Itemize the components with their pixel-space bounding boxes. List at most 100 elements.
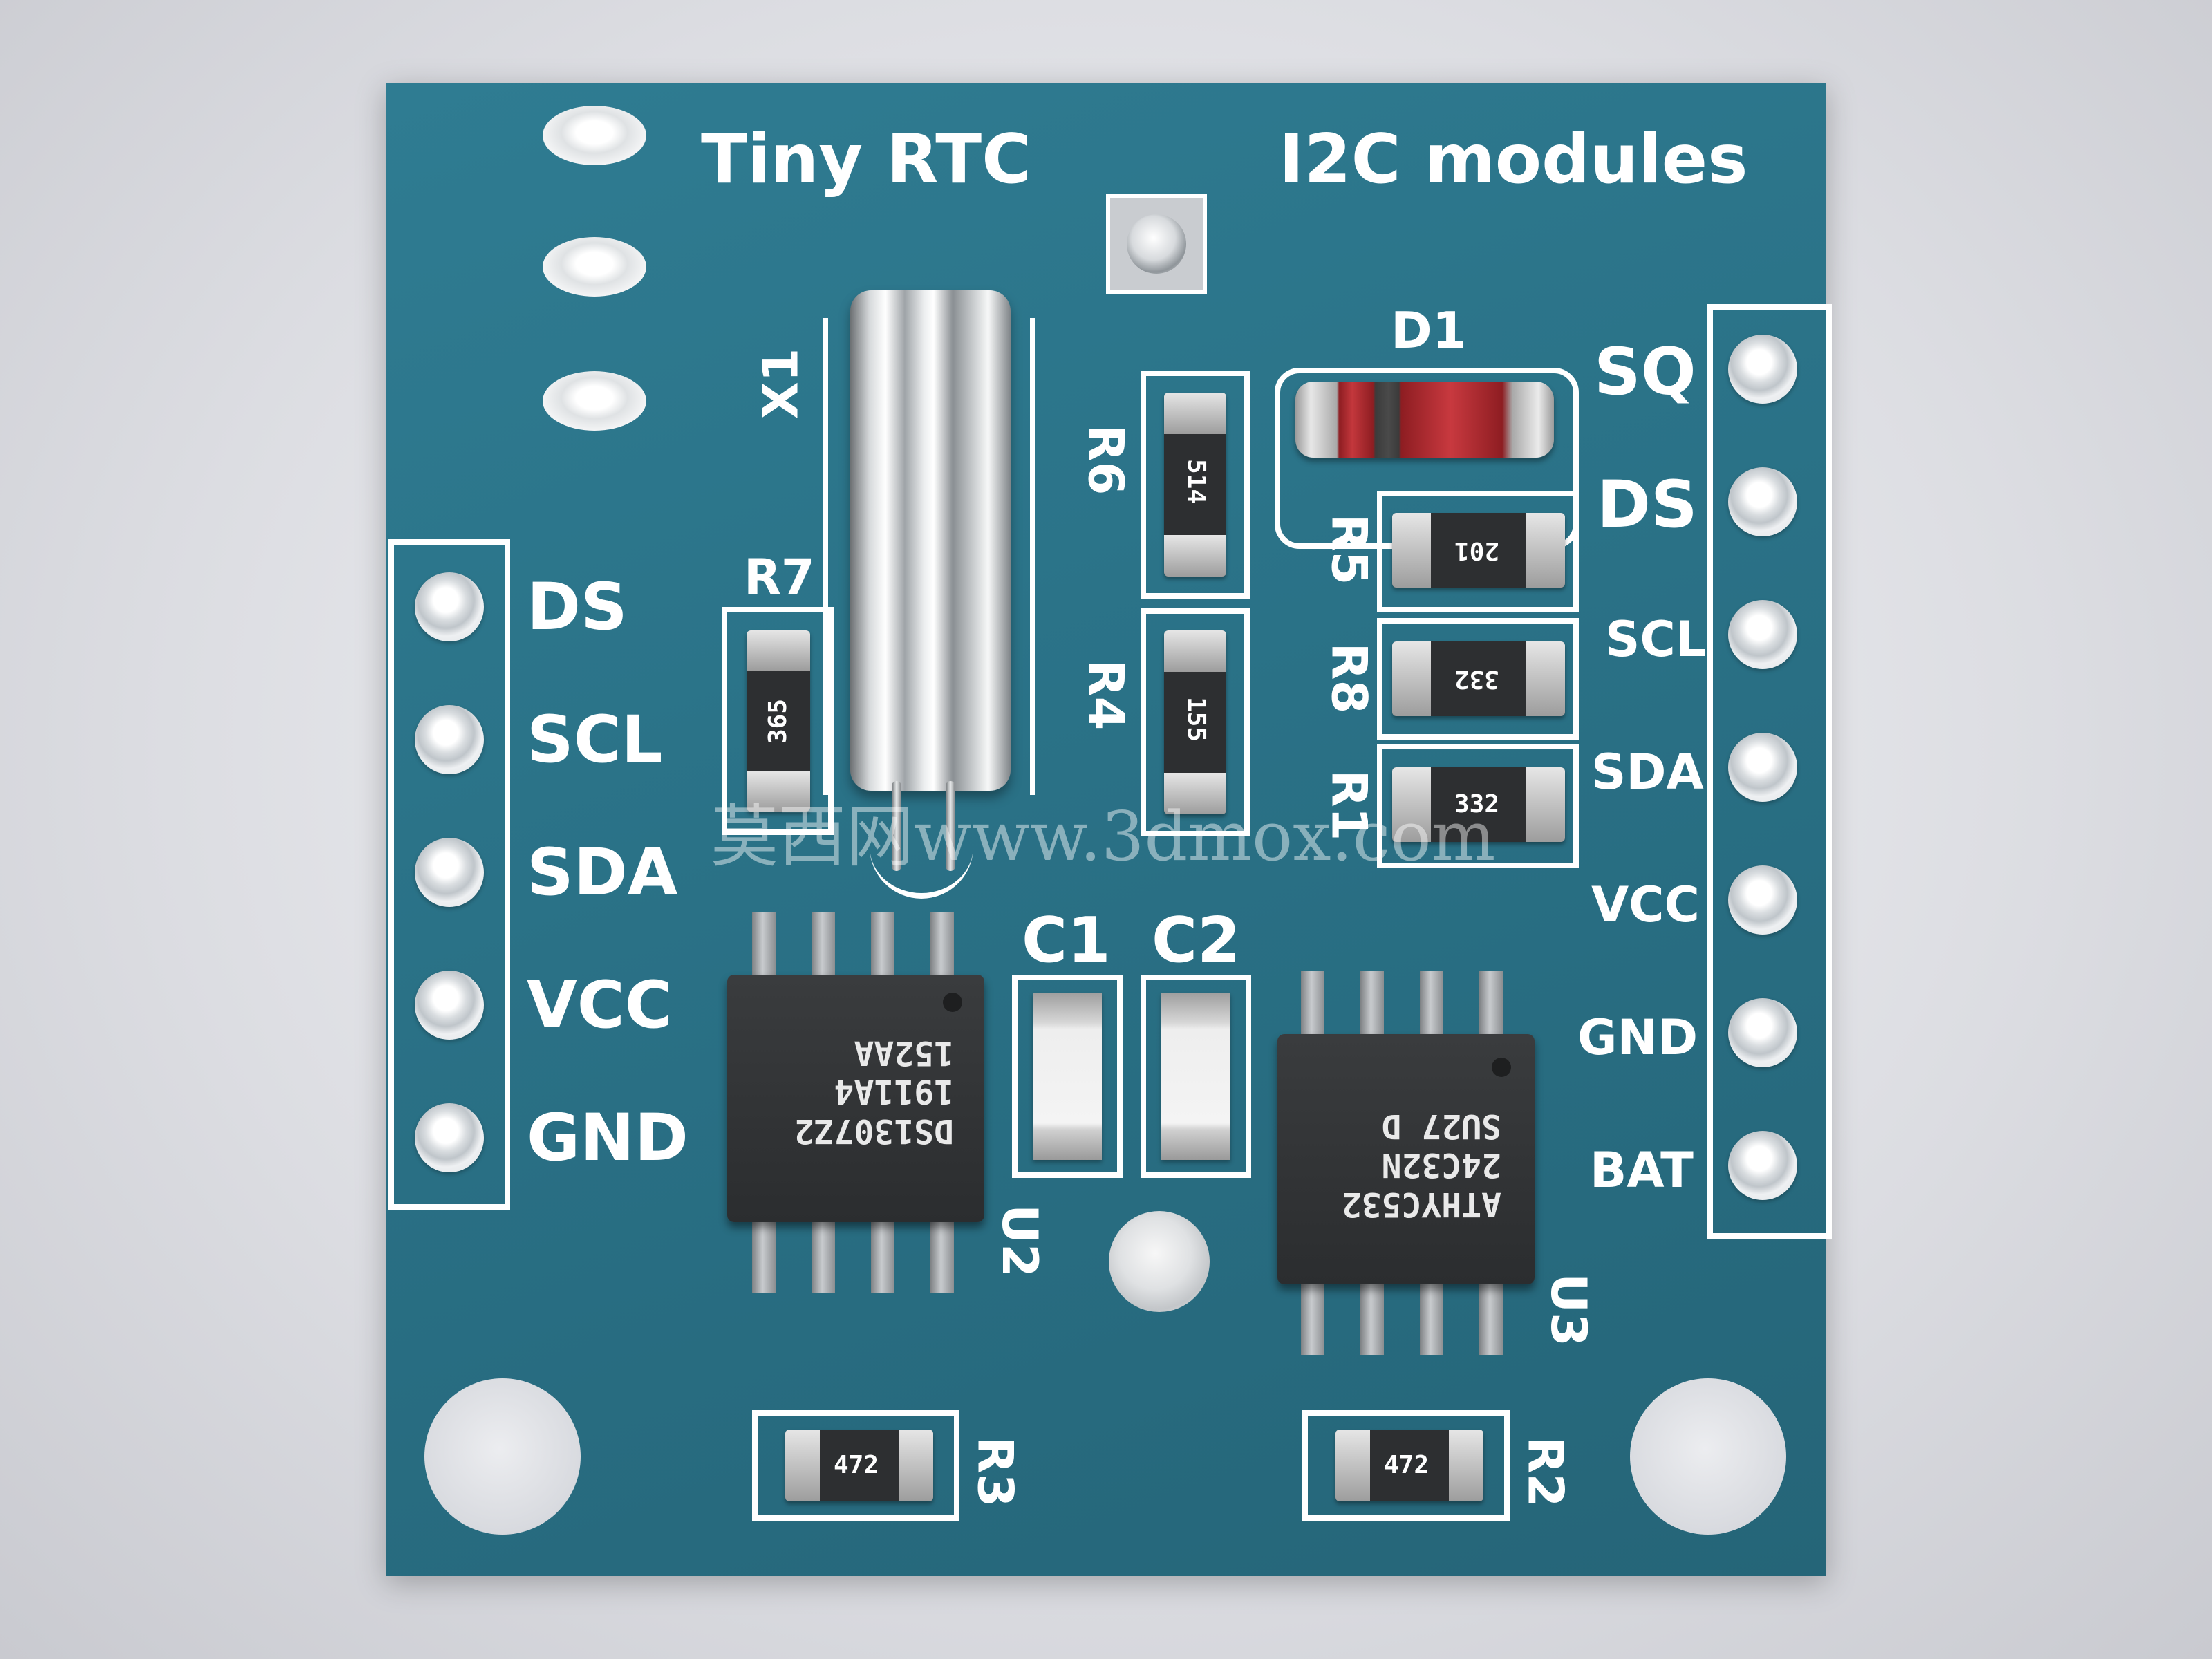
u2-marking-line-1: DS1307Z2: [794, 1112, 954, 1150]
resistor-r3: [785, 1430, 933, 1501]
right-pin-label-ds: DS: [1597, 467, 1698, 543]
x1-silk-left: [823, 318, 828, 795]
u3-marking-line-1: ATHYC532: [1341, 1185, 1501, 1224]
left-pin-label-vcc: VCC: [527, 968, 673, 1043]
r2-code: 472: [1384, 1451, 1430, 1479]
board-title-right: I2C modules: [1279, 120, 1748, 199]
left-header-pad-vcc: [415, 971, 484, 1040]
u3-pin: [1420, 1279, 1443, 1355]
label-r5: R5: [1320, 514, 1378, 585]
u2-marking-line-3: 152AA: [854, 1033, 955, 1072]
r6-silk: [1141, 371, 1250, 599]
right-header-pad-scl: [1728, 600, 1797, 669]
resistor-r8: [1392, 641, 1565, 716]
u3-pin: [1479, 1279, 1503, 1355]
u3-pin: [1360, 1279, 1384, 1355]
r3-code: 472: [834, 1451, 879, 1479]
resistor-r2: [1335, 1430, 1483, 1501]
label-r2: R2: [1517, 1436, 1574, 1508]
board-title-left: Tiny RTC: [701, 120, 1032, 199]
capacitor-c1: [1033, 993, 1102, 1160]
left-pin-label-scl: SCL: [527, 702, 663, 778]
u2-pin: [812, 1217, 835, 1293]
u3-pin: [1420, 971, 1443, 1047]
label-r6: R6: [1077, 424, 1134, 496]
right-header-pad-ds: [1728, 467, 1797, 536]
r8-silk: [1377, 618, 1579, 740]
diode-d1: [1295, 382, 1554, 458]
right-header-pad-bat: [1728, 1131, 1797, 1200]
u2-marking: DS1307Z2 1911A4 152AA: [794, 1033, 954, 1150]
u2-pin1-dot: [943, 993, 962, 1012]
u3-pin1-dot: [1492, 1058, 1511, 1077]
c2-silk: [1141, 975, 1251, 1178]
label-u3: U3: [1539, 1273, 1597, 1347]
right-header-pad-sda: [1728, 733, 1797, 802]
right-pin-label-gnd: GND: [1577, 1009, 1698, 1066]
u2-pin: [871, 1217, 894, 1293]
right-pin-label-bat: BAT: [1590, 1142, 1694, 1199]
resistor-r1: [1392, 767, 1565, 842]
left-pin-label-ds: DS: [527, 570, 628, 645]
capacitor-c2: [1161, 993, 1230, 1160]
left-header-pad-sda: [415, 838, 484, 907]
x1-silk-arc: [870, 816, 973, 899]
r6-code: 514: [1182, 459, 1210, 505]
u2-pin: [930, 1217, 954, 1293]
test-pad-via: [1127, 214, 1186, 274]
resistor-r6: [1164, 393, 1226, 577]
right-header-pad-vcc: [1728, 865, 1797, 935]
r8-code: 332: [1454, 665, 1500, 693]
u3-pin: [1301, 971, 1324, 1047]
u3-marking: ATHYC532 24C32N SU27 D: [1342, 1106, 1501, 1224]
right-pin-label-vcc: VCC: [1591, 877, 1700, 933]
r5-code: 201: [1454, 536, 1500, 565]
label-d1: D1: [1391, 301, 1467, 359]
u3-marking-line-3: SU27 D: [1381, 1106, 1501, 1145]
mounting-hole-right: [1630, 1378, 1786, 1535]
resistor-r4: [1164, 630, 1226, 814]
label-x1: X1: [752, 348, 809, 420]
r1-code: 332: [1454, 790, 1500, 818]
left-header-pad-ds: [415, 572, 484, 641]
r2-silk: [1302, 1410, 1510, 1521]
right-pin-label-scl: SCL: [1605, 611, 1707, 668]
left-header-pad-scl: [415, 705, 484, 774]
label-c2: C2: [1152, 904, 1241, 977]
left-header-frame: [388, 539, 510, 1210]
u3-pin: [1360, 971, 1384, 1047]
u3-pin: [1479, 971, 1503, 1047]
left-pin-label-sda: SDA: [527, 835, 678, 910]
u3-pin: [1301, 1279, 1324, 1355]
right-header-pad-gnd: [1728, 998, 1797, 1067]
r5-silk: [1377, 491, 1579, 612]
u2-pin: [752, 1217, 776, 1293]
test-pad: [1106, 194, 1207, 294]
crystal-x1: [850, 290, 1011, 791]
right-pin-label-sda: SDA: [1591, 744, 1704, 800]
right-header-frame: [1707, 304, 1832, 1239]
oval-pad-2: [543, 237, 646, 297]
r7-code: 365: [764, 698, 792, 744]
chip-u2: DS1307Z2 1911A4 152AA: [727, 975, 984, 1222]
centre-via: [1109, 1211, 1210, 1312]
right-pin-label-sq: SQ: [1594, 335, 1696, 410]
label-r8: R8: [1320, 642, 1378, 714]
right-header-pad-sq: [1728, 335, 1797, 404]
x1-silk-right: [1030, 318, 1035, 795]
pcb-board: Tiny RTC I2C modules DS SCL SDA VCC GND …: [386, 83, 1832, 1576]
mounting-hole-left: [424, 1378, 581, 1535]
resistor-r7: [747, 630, 810, 812]
r3-silk: [752, 1410, 959, 1521]
label-r3: R3: [966, 1436, 1024, 1508]
watermark: 莫西网www.3dmox.com: [711, 798, 1496, 877]
r7-silk: [722, 607, 834, 835]
label-r7: R7: [744, 549, 815, 606]
oval-pad-1: [543, 106, 646, 165]
u3-marking-line-2: 24C32N: [1381, 1145, 1501, 1185]
left-header-pad-gnd: [415, 1103, 484, 1172]
resistor-r5: [1392, 513, 1565, 588]
r4-code: 155: [1182, 697, 1210, 742]
label-r4: R4: [1077, 659, 1134, 731]
label-u2: U2: [991, 1204, 1048, 1277]
